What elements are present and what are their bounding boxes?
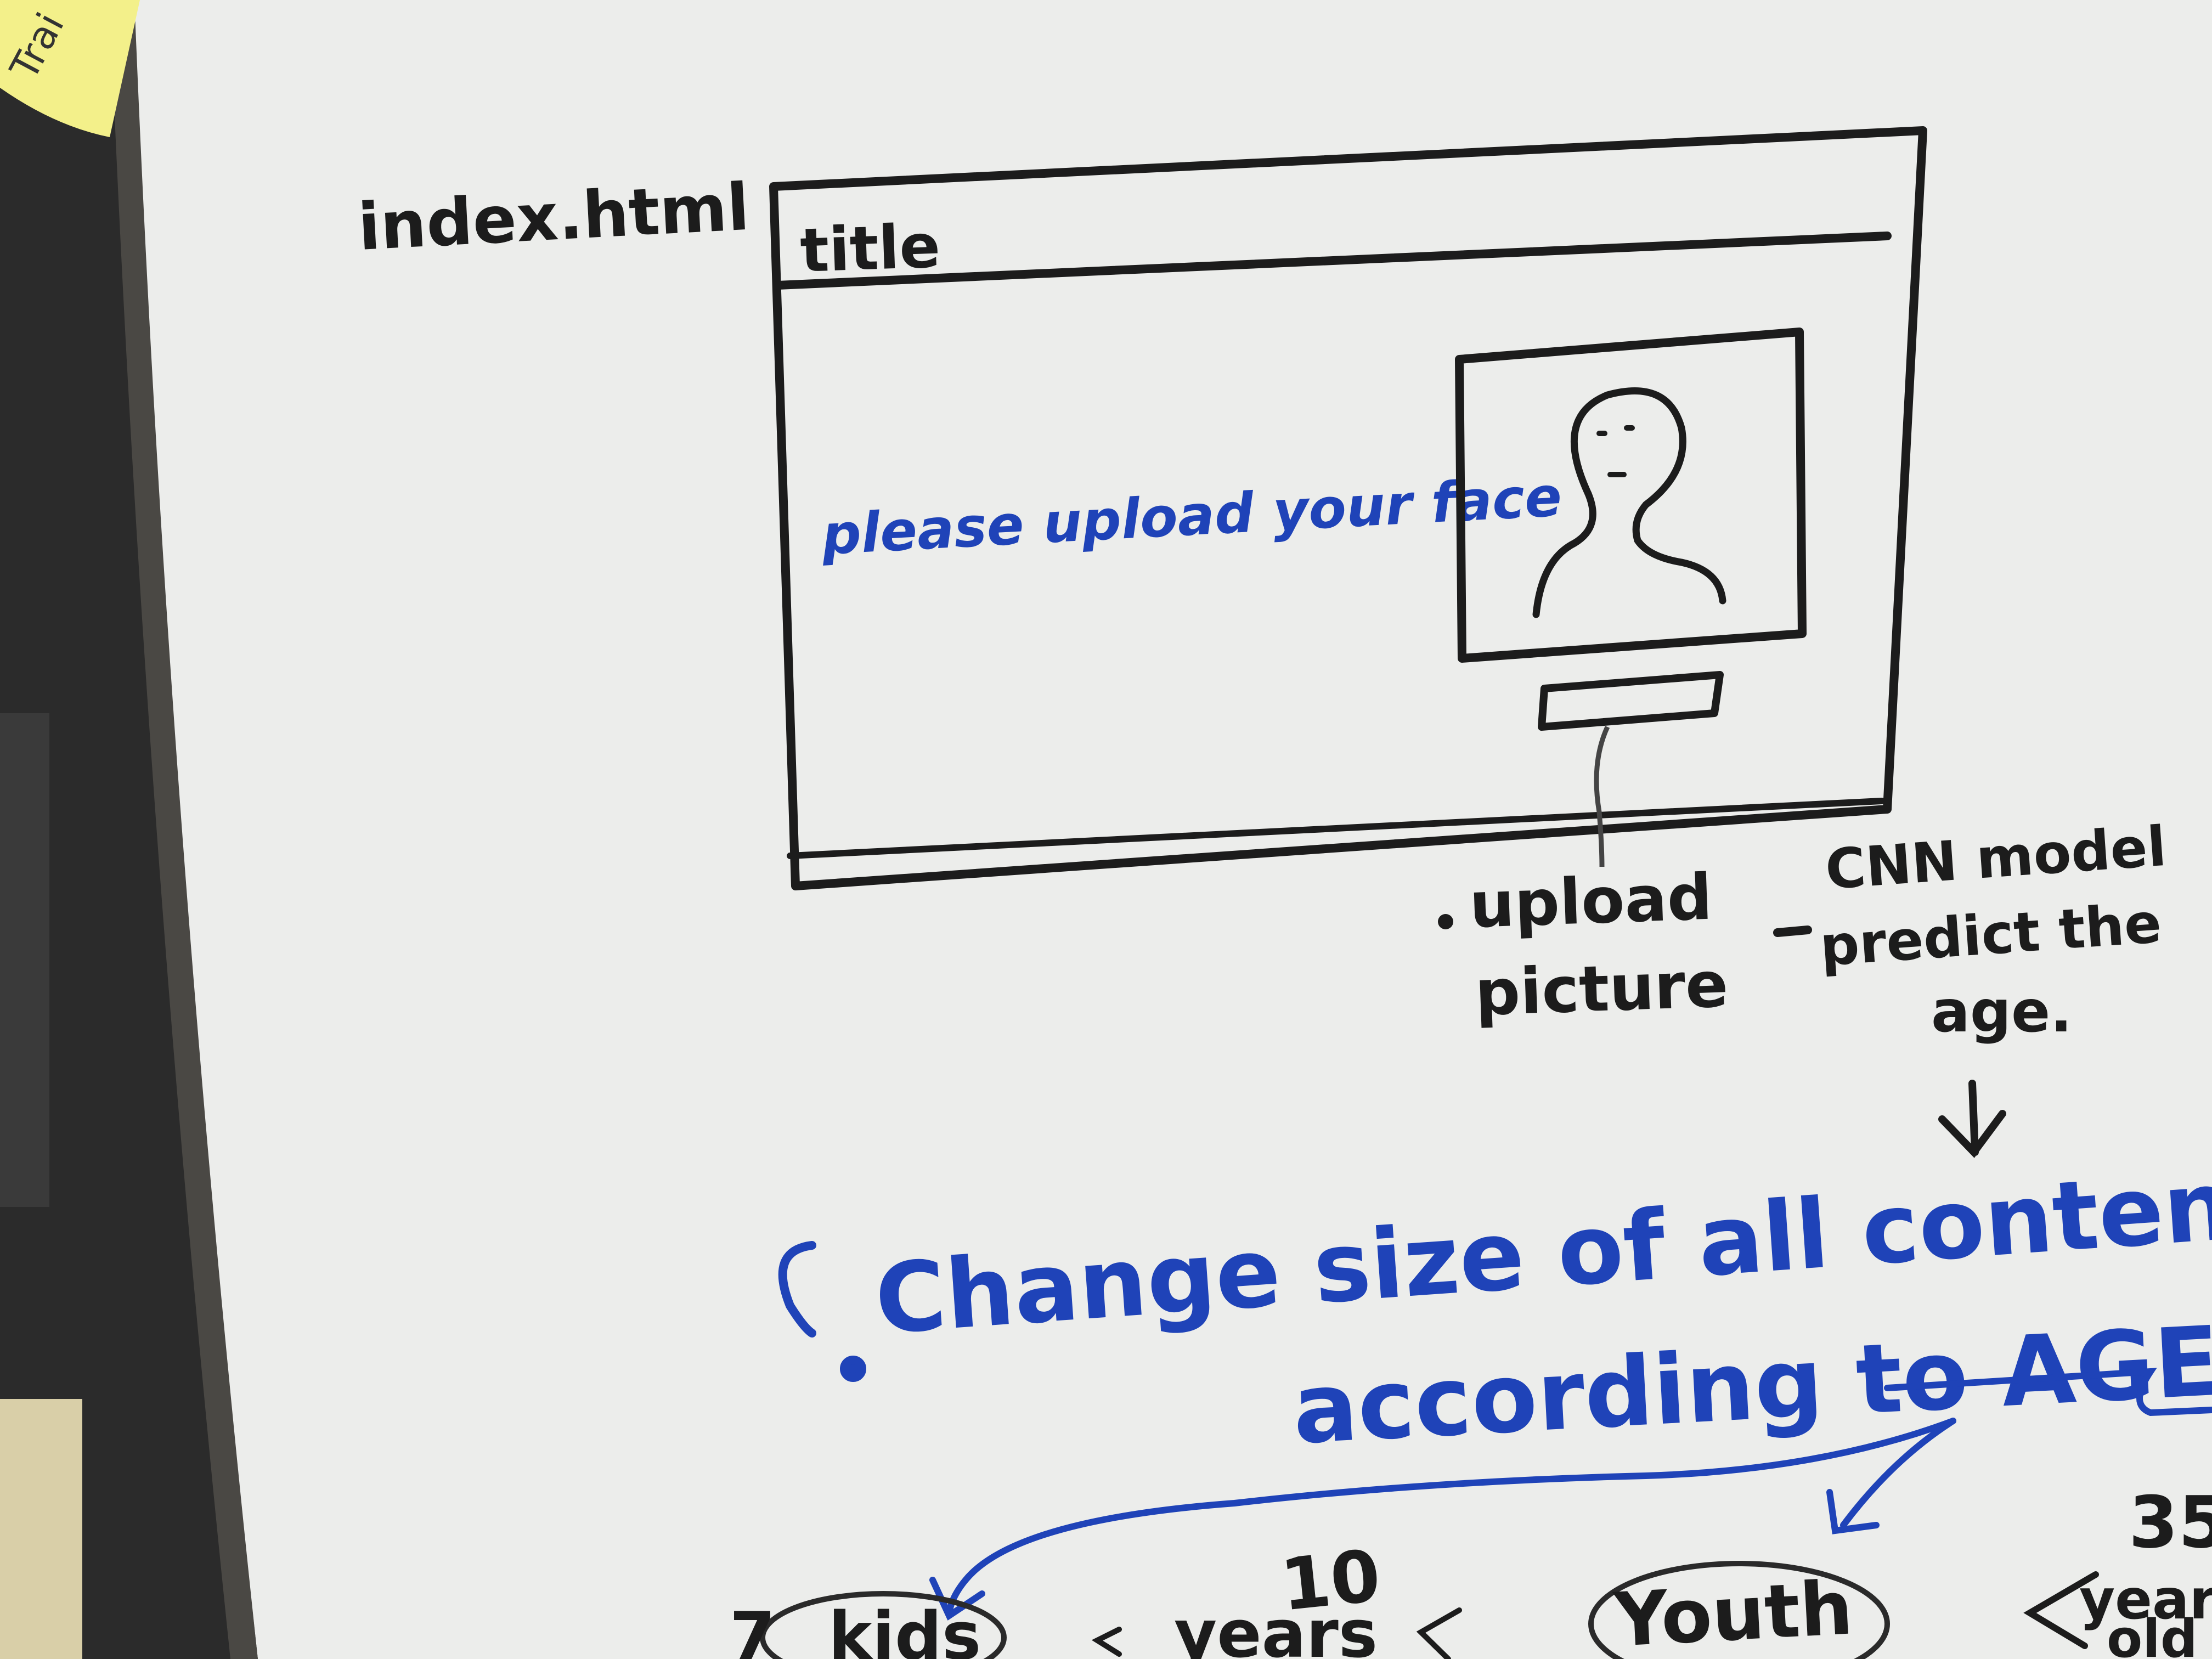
sticky-note: Trai bbox=[0, 0, 140, 137]
upload-button-sketch bbox=[1538, 671, 1724, 867]
youth-circle bbox=[1588, 1561, 1890, 1659]
kids-prefix-label: 7 bbox=[730, 1599, 776, 1659]
whiteboard-surface bbox=[132, 0, 2212, 1659]
person-silhouette-icon bbox=[1532, 387, 1726, 618]
youth-label: Youth bbox=[1611, 1565, 1854, 1659]
arrow-to-kids-icon bbox=[929, 1418, 1956, 1621]
dash-connector bbox=[1773, 926, 1812, 937]
browser-window-sketch bbox=[769, 126, 1927, 890]
kids-label: kids bbox=[828, 1599, 981, 1659]
less-than-sign bbox=[1091, 1627, 1122, 1657]
title-bar-divider bbox=[774, 232, 1892, 290]
years-old-line2: old bbox=[2107, 1609, 2198, 1659]
thirty-five-label: 35 bbox=[2129, 1481, 2212, 1564]
years-fragment-label: years bbox=[1174, 1596, 1378, 1659]
age-underline bbox=[1884, 1368, 2212, 1417]
image-placeholder bbox=[1455, 328, 1807, 663]
upload-note-line1: upload bbox=[1468, 861, 1713, 943]
less-than-sign-3 bbox=[2023, 1571, 2099, 1649]
years-old-line1: year bbox=[2079, 1567, 2212, 1632]
ten-label: 10 bbox=[1277, 1534, 1384, 1627]
paper-stack bbox=[0, 1399, 82, 1659]
monitor-edge bbox=[0, 713, 49, 1207]
whiteboard-frame-edge bbox=[110, 0, 258, 1659]
inner-bottom-line bbox=[787, 798, 1885, 859]
bullet-dot bbox=[1438, 914, 1453, 929]
arrow-down-icon bbox=[1938, 1080, 2006, 1158]
upload-note-line2: picture bbox=[1474, 948, 1729, 1030]
arrow-to-youth-icon bbox=[1826, 1418, 1956, 1534]
less-than-sign-2 bbox=[1416, 1607, 1462, 1659]
kids-circle bbox=[760, 1591, 1007, 1659]
browser-frame bbox=[769, 126, 1927, 890]
exclamation-mark bbox=[778, 1241, 866, 1382]
title-bar-label: title bbox=[799, 211, 941, 286]
cnn-note-line3: age. bbox=[1931, 978, 2072, 1045]
